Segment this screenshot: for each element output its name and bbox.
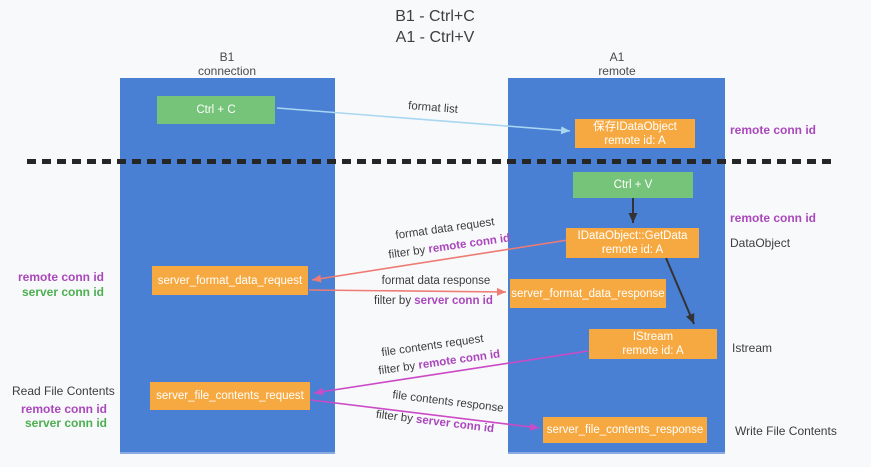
save-dataobject-line1: 保存IDataObject bbox=[593, 120, 677, 133]
server-file-contents-request-label: server_file_contents_request bbox=[156, 390, 304, 402]
diagram-title-line1: B1 - Ctrl+C bbox=[395, 8, 475, 25]
istream-box-line1: IStream bbox=[632, 331, 674, 343]
istream-side-label: Istream bbox=[732, 341, 773, 355]
remote-conn-id-label-left-bottom: remote conn id bbox=[20, 402, 107, 416]
ctrl-c-label: Ctrl + C bbox=[196, 104, 236, 116]
server-format-data-request-label: server_format_data_request bbox=[157, 274, 303, 287]
file-contents-response-label: file contents response bbox=[391, 389, 505, 415]
server-conn-id-label-left-bottom: server conn id bbox=[24, 416, 107, 430]
right-column-header: A1 remote bbox=[553, 50, 681, 78]
remote-conn-id-label-left-top: remote conn id bbox=[17, 270, 104, 284]
filter-by-server-conn-id-label-file: filter by server conn id bbox=[375, 408, 495, 436]
session-divider-dashed-line bbox=[27, 159, 833, 164]
getdata-line1: IDataObject::GetData bbox=[577, 230, 688, 242]
format-list-label: format list bbox=[407, 100, 459, 116]
server-conn-id-label-left-top: server conn id bbox=[21, 285, 104, 299]
istream-box: IStream remote id: A bbox=[589, 329, 717, 359]
left-column-role: connection bbox=[197, 64, 257, 78]
left-column-name: B1 bbox=[219, 50, 235, 64]
save-dataobject-box: 保存IDataObject remote id: A bbox=[575, 119, 695, 148]
format-data-response-label: format data response bbox=[381, 275, 491, 287]
right-column-name: A1 bbox=[609, 50, 625, 64]
dataobject-label: DataObject bbox=[730, 236, 791, 250]
diagram-title-line2: A1 - Ctrl+V bbox=[395, 29, 475, 46]
save-dataobject-line2: remote id: A bbox=[604, 134, 666, 147]
getdata-box: IDataObject::GetData remote id: A bbox=[566, 228, 699, 258]
getdata-line2: remote id: A bbox=[601, 244, 664, 256]
server-format-data-request-box: server_format_data_request bbox=[152, 266, 308, 295]
diagram-title: B1 - Ctrl+C A1 - Ctrl+V bbox=[300, 6, 570, 48]
ctrl-c-box: Ctrl + C bbox=[157, 96, 275, 124]
server-file-contents-response-box: server_file_contents_response bbox=[543, 417, 707, 443]
remote-conn-id-label-right-top: remote conn id bbox=[730, 123, 817, 137]
istream-box-line2: remote id: A bbox=[622, 345, 684, 357]
right-column-role: remote bbox=[598, 64, 636, 78]
write-file-contents-label: Write File Contents bbox=[735, 424, 837, 438]
server-file-contents-response-label: server_file_contents_response bbox=[546, 424, 704, 436]
format-data-response-arrow bbox=[308, 287, 507, 296]
ctrl-v-box: Ctrl + V bbox=[573, 172, 693, 198]
left-column-header: B1 connection bbox=[157, 50, 297, 78]
server-file-contents-request-box: server_file_contents_request bbox=[150, 382, 310, 410]
server-format-data-response-box: server_format_data_response bbox=[510, 279, 666, 308]
filter-by-server-conn-id-label-format: filter by server conn id bbox=[374, 295, 493, 307]
remote-conn-id-label-right-mid: remote conn id bbox=[730, 211, 817, 225]
ctrl-v-label: Ctrl + V bbox=[613, 179, 653, 191]
server-format-data-response-label: server_format_data_response bbox=[511, 287, 665, 300]
read-file-contents-label: Read File Contents bbox=[12, 384, 115, 398]
